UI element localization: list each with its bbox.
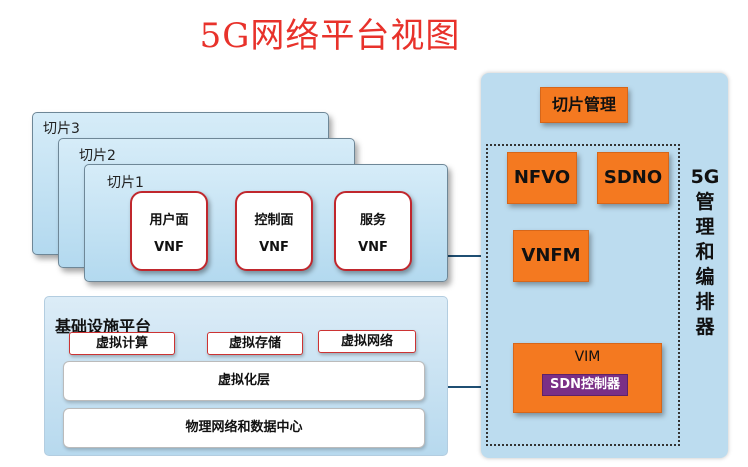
infrastructure-platform: 基础设施平台 虚拟计算 虚拟存储 虚拟网络 虚拟化层 物理网络和数据中心: [44, 296, 448, 456]
mano-side-label: 5G 管 理 和 编 排 器: [690, 165, 720, 340]
physical-network-datacenter-layer: 物理网络和数据中心: [63, 408, 425, 448]
slice-2-label: 切片2: [79, 148, 116, 164]
vim-box: VIM SDN控制器: [513, 343, 662, 413]
mano-side-label-char: 和: [695, 241, 715, 263]
sdno-box: SDNO: [597, 152, 669, 204]
mano-side-label-char: 管: [695, 191, 715, 213]
virtual-network-box: 虚拟网络: [318, 330, 416, 353]
mano-side-label-char: 排: [695, 291, 715, 313]
service-vnf-name: 服务: [359, 213, 386, 228]
user-plane-vnf: 用户面 VNF: [130, 191, 208, 271]
slice-3-label: 切片3: [43, 121, 80, 137]
mano-side-label-char: 理: [695, 216, 715, 238]
slice-1-label: 切片1: [107, 175, 144, 191]
mano-side-label-char: 5G: [690, 166, 720, 188]
diagram-title: 5G网络平台视图: [199, 16, 461, 56]
user-plane-vnf-name: 用户面: [149, 213, 189, 228]
virtual-compute-box: 虚拟计算: [69, 332, 175, 355]
sdn-controller-box: SDN控制器: [542, 374, 628, 396]
mano-side-label-char: 器: [695, 316, 715, 338]
vnfm-box: VNFM: [513, 230, 589, 282]
virtualization-layer: 虚拟化层: [63, 361, 425, 401]
control-plane-vnf-name: 控制面: [254, 213, 294, 228]
vim-label: VIM: [574, 349, 601, 365]
control-plane-vnf-type: VNF: [259, 240, 289, 255]
slice-1: 切片1 用户面 VNF 控制面 VNF 服务 VNF: [84, 164, 448, 282]
virtual-storage-box: 虚拟存储: [207, 332, 303, 355]
infrastructure-title: 基础设施平台: [55, 317, 152, 336]
user-plane-vnf-type: VNF: [154, 240, 184, 255]
control-plane-vnf: 控制面 VNF: [235, 191, 313, 271]
mano-side-label-char: 编: [695, 266, 715, 288]
service-vnf-type: VNF: [358, 240, 388, 255]
mano-boundary: [486, 144, 680, 446]
nfvo-box: NFVO: [507, 152, 577, 204]
slice-management-box: 切片管理: [540, 87, 628, 123]
service-vnf: 服务 VNF: [334, 191, 412, 271]
